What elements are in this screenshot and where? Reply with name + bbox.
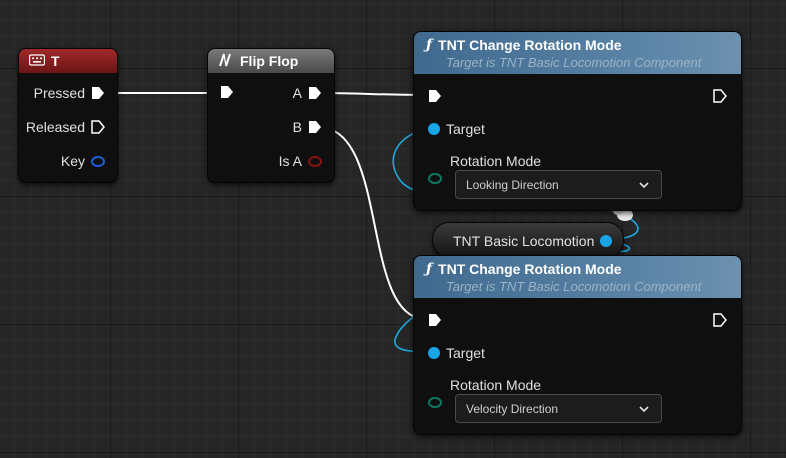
function-header-2[interactable]: ƒ TNT Change Rotation Mode Target is TNT…: [414, 256, 741, 298]
enum-pin-icon[interactable]: [428, 397, 442, 408]
function-header-1[interactable]: ƒ TNT Change Rotation Mode Target is TNT…: [414, 32, 741, 74]
flip-flop-icon: [218, 53, 234, 70]
keyboard-icon: [28, 53, 46, 69]
chevron-down-icon: [639, 402, 649, 416]
exec-input-icon[interactable]: [428, 313, 442, 327]
change-rotation-mode-node-1[interactable]: ƒ TNT Change Rotation Mode Target is TNT…: [413, 31, 742, 211]
is-a-pin[interactable]: Is A: [279, 153, 322, 169]
flip-flop-header[interactable]: Flip Flop: [208, 49, 334, 73]
function-subtitle: Target is TNT Basic Locomotion Component: [446, 54, 702, 70]
rotation-mode-dropdown[interactable]: Velocity Direction: [455, 394, 662, 423]
tnt-basic-locomotion-variable-node[interactable]: TNT Basic Locomotion: [432, 222, 624, 258]
object-pin-icon[interactable]: [600, 235, 613, 247]
key-event-title: T: [51, 53, 60, 69]
function-title: TNT Change Rotation Mode: [438, 260, 622, 277]
exec-output-icon[interactable]: [91, 120, 105, 134]
target-pin[interactable]: Target: [428, 345, 485, 361]
key-event-node[interactable]: T Pressed Released Key: [18, 48, 118, 183]
key-pin[interactable]: Key: [61, 153, 105, 169]
exec-output-icon[interactable]: [308, 120, 322, 134]
exec-output-pin[interactable]: [713, 89, 727, 103]
rotation-mode-label: Rotation Mode: [450, 377, 542, 393]
flip-flop-title: Flip Flop: [240, 53, 299, 69]
rotation-mode-label: Rotation Mode: [450, 153, 542, 169]
released-pin[interactable]: Released: [26, 119, 105, 135]
chevron-down-icon: [639, 178, 649, 192]
exec-output-icon[interactable]: [713, 313, 727, 327]
function-icon: ƒ: [426, 260, 433, 277]
exec-input-icon[interactable]: [220, 85, 234, 99]
enum-pin-icon[interactable]: [428, 173, 442, 184]
exec-output-icon[interactable]: [91, 86, 105, 100]
change-rotation-mode-node-2[interactable]: ƒ TNT Change Rotation Mode Target is TNT…: [413, 255, 742, 435]
target-pin[interactable]: Target: [428, 121, 485, 137]
flip-flop-node[interactable]: Flip Flop A B Is A: [207, 48, 335, 183]
key-event-header[interactable]: T: [19, 49, 117, 73]
variable-label: TNT Basic Locomotion: [453, 233, 595, 249]
exec-output-pin[interactable]: [713, 313, 727, 327]
variable-output-pin[interactable]: TNT Basic Locomotion: [453, 233, 613, 249]
rotation-mode-dropdown[interactable]: Looking Direction: [455, 170, 662, 199]
exec-output-icon[interactable]: [308, 86, 322, 100]
object-pin-icon[interactable]: [428, 347, 440, 359]
exec-input-pin[interactable]: [428, 89, 442, 103]
b-pin[interactable]: B: [293, 119, 322, 135]
function-icon: ƒ: [426, 36, 433, 53]
bool-pin-icon[interactable]: [308, 155, 322, 167]
a-pin[interactable]: A: [293, 85, 322, 101]
exec-input-icon[interactable]: [428, 89, 442, 103]
function-title: TNT Change Rotation Mode: [438, 36, 622, 53]
pressed-pin[interactable]: Pressed: [34, 85, 105, 101]
exec-output-icon[interactable]: [713, 89, 727, 103]
function-subtitle: Target is TNT Basic Locomotion Component: [446, 278, 702, 294]
exec-input-pin[interactable]: [428, 313, 442, 327]
struct-pin-icon[interactable]: [91, 155, 105, 167]
flip-flop-exec-input[interactable]: [220, 85, 234, 99]
object-pin-icon[interactable]: [428, 123, 440, 135]
